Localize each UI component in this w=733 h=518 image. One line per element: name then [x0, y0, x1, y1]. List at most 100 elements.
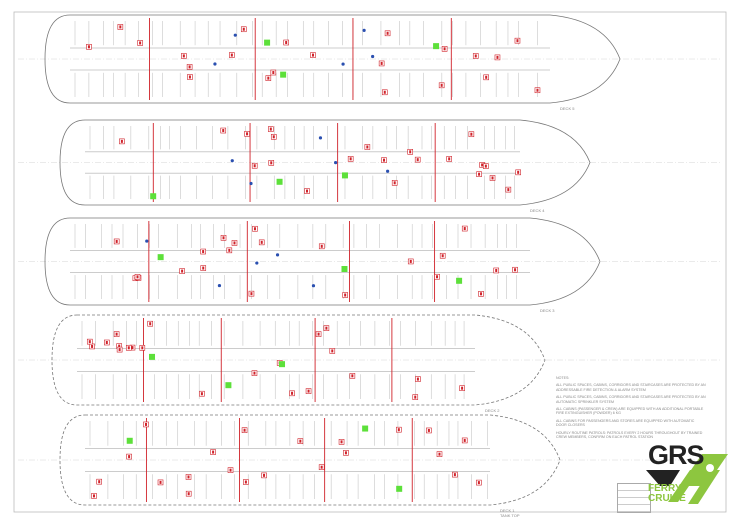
fire-extinguisher-icon — [306, 189, 309, 193]
note-item: HOURLY ROUTINE PATROLS: PATROLS EVERY 2 … — [556, 430, 703, 440]
sprinkler-valve-icon — [249, 181, 253, 186]
fire-extinguisher-icon — [229, 468, 232, 472]
fire-extinguisher-icon — [438, 452, 441, 456]
fire-extinguisher-icon — [230, 53, 233, 57]
fire-extinguisher-icon — [272, 135, 275, 139]
fire-extinguisher-icon — [317, 332, 320, 336]
escape-route-sign-icon — [433, 43, 440, 50]
fire-extinguisher-icon — [340, 440, 343, 444]
fire-extinguisher-icon — [474, 54, 477, 58]
escape-route-sign-icon — [280, 71, 287, 78]
sprinkler-valve-icon — [362, 28, 366, 33]
fire-extinguisher-icon — [517, 170, 520, 174]
fire-extinguisher-icon — [88, 340, 91, 344]
fire-extinguisher-icon — [366, 145, 369, 149]
fire-extinguisher-icon — [496, 55, 499, 59]
fire-extinguisher-icon — [463, 438, 466, 442]
fire-extinguisher-icon — [144, 422, 147, 426]
fire-extinguisher-icon — [272, 71, 275, 75]
fire-extinguisher-icon — [188, 75, 191, 79]
fire-extinguisher-icon — [119, 25, 122, 29]
fire-extinguisher-icon — [141, 346, 144, 350]
fire-extinguisher-icon — [270, 161, 273, 165]
fire-extinguisher-icon — [87, 45, 90, 49]
fire-extinguisher-icon — [181, 269, 184, 273]
fire-extinguisher-icon — [481, 163, 484, 167]
fire-extinguisher-icon — [397, 428, 400, 432]
sprinkler-valve-icon — [255, 261, 259, 265]
note-item: ALL CABINS (PASSENGER & CREW) ARE EQUIPP… — [556, 407, 704, 416]
fire-extinguisher-icon — [485, 75, 488, 79]
deck-label: DECK 1 — [500, 508, 515, 513]
fire-extinguisher-icon — [127, 346, 130, 350]
escape-route-sign-icon — [157, 254, 164, 261]
fire-extinguisher-icon — [187, 475, 190, 479]
sprinkler-valve-icon — [213, 62, 217, 66]
deck-label: DECK 5 — [560, 106, 575, 111]
fire-extinguisher-icon — [136, 275, 139, 279]
grs-logo: GRS FERRY+CRUISE — [640, 440, 732, 516]
fire-extinguisher-icon — [478, 172, 481, 176]
deck-sublabel: TANK TOP — [500, 513, 520, 518]
escape-route-sign-icon — [341, 172, 348, 179]
fire-extinguisher-icon — [131, 346, 134, 350]
logo-brand: GRS — [648, 440, 705, 470]
logo-tagline: FERRY+CRUISE — [648, 483, 688, 504]
escape-route-sign-icon — [126, 437, 133, 444]
fire-extinguisher-icon — [105, 341, 108, 345]
sprinkler-valve-icon — [230, 159, 234, 163]
hull-outline — [44, 217, 601, 306]
drawing-frame — [13, 11, 727, 513]
escape-route-sign-icon — [341, 265, 348, 272]
sprinkler-valve-icon — [371, 54, 375, 59]
fire-extinguisher-icon — [349, 157, 352, 161]
fire-extinguisher-icon — [118, 348, 121, 352]
fire-extinguisher-icon — [91, 344, 94, 348]
fire-extinguisher-icon — [260, 240, 263, 244]
fire-extinguisher-icon — [149, 322, 152, 326]
fire-extinguisher-icon — [409, 150, 412, 154]
fire-extinguisher-icon — [344, 293, 347, 297]
fire-extinguisher-icon — [307, 389, 310, 393]
note-item: ALL CABINS FOR PASSENGERS AND STORES ARE… — [556, 418, 695, 428]
fire-extinguisher-icon — [250, 292, 253, 296]
fire-extinguisher-icon — [443, 47, 446, 51]
fire-extinguisher-icon — [202, 266, 205, 270]
fire-extinguisher-icon — [436, 275, 439, 279]
fire-extinguisher-icon — [461, 386, 464, 390]
fire-extinguisher-icon — [536, 88, 539, 92]
escape-route-sign-icon — [276, 178, 283, 185]
sprinkler-valve-icon — [145, 239, 149, 243]
sprinkler-valve-icon — [275, 253, 280, 257]
escape-route-sign-icon — [225, 382, 232, 389]
fire-extinguisher-icon — [244, 480, 247, 484]
hull-outline — [44, 14, 621, 104]
sprinkler-valve-icon — [386, 169, 390, 173]
fire-extinguisher-icon — [188, 65, 191, 69]
title-block — [617, 483, 651, 513]
fire-extinguisher-icon — [92, 494, 95, 498]
fire-extinguisher-icon — [320, 244, 323, 248]
fire-extinguisher-icon — [320, 465, 323, 469]
hull-outline — [59, 119, 591, 206]
fire-extinguisher-icon — [222, 236, 225, 240]
fire-extinguisher-icon — [453, 473, 456, 477]
fire-extinguisher-icon — [242, 27, 245, 31]
escape-route-sign-icon — [149, 353, 156, 360]
fire-extinguisher-icon — [246, 132, 249, 136]
fire-extinguisher-icon — [291, 391, 294, 395]
fire-extinguisher-icon — [484, 164, 487, 168]
escape-route-sign-icon — [362, 425, 369, 432]
escape-route-sign-icon — [150, 193, 157, 200]
fire-extinguisher-icon — [463, 227, 466, 231]
fire-extinguisher-icon — [409, 259, 412, 263]
sprinkler-valve-icon — [217, 283, 222, 288]
fire-extinguisher-icon — [331, 349, 334, 353]
fire-extinguisher-icon — [182, 54, 185, 58]
fire-extinguisher-icon — [344, 451, 347, 455]
notes-title: NOTES: — [556, 376, 570, 380]
fire-extinguisher-icon — [115, 332, 118, 336]
fire-extinguisher-icon — [212, 450, 215, 454]
fire-extinguisher-icon — [514, 268, 517, 272]
hull-outline — [51, 314, 546, 406]
